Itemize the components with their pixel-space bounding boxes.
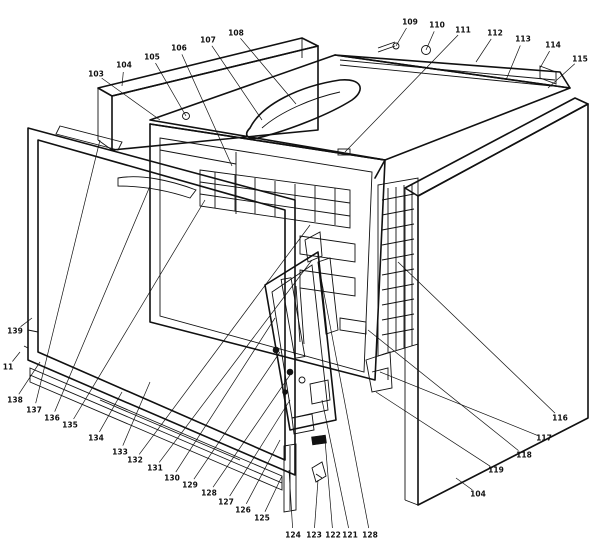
part-label-c104b: 104 bbox=[470, 490, 486, 499]
leader-line-c123 bbox=[314, 479, 319, 529]
part-label-c135: 135 bbox=[62, 421, 78, 430]
part-label-c111: 111 bbox=[455, 26, 471, 35]
part-label-c128a: 128 bbox=[201, 489, 217, 498]
leader-line-c139 bbox=[20, 317, 33, 327]
leader-line-c126 bbox=[245, 439, 281, 504]
leader-line-c135 bbox=[73, 199, 206, 420]
leader-line-c128b bbox=[317, 261, 370, 529]
part-label-c128b: 128 bbox=[362, 531, 378, 540]
part-label-c129: 129 bbox=[182, 481, 198, 490]
part-label-c121: 121 bbox=[342, 531, 358, 540]
part-label-c113: 113 bbox=[515, 35, 531, 44]
leader-line-c116 bbox=[397, 261, 556, 414]
part-label-c114: 114 bbox=[545, 41, 561, 50]
cavity-insulation bbox=[377, 177, 419, 357]
leader-line-c103 bbox=[101, 77, 161, 121]
part-label-c134: 134 bbox=[88, 434, 104, 443]
part-label-c106: 106 bbox=[171, 44, 187, 53]
leader-line-c112 bbox=[475, 38, 492, 63]
leader-line-c111 bbox=[344, 34, 459, 153]
leader-line-c130 bbox=[175, 317, 276, 473]
part-label-c11: 11 bbox=[3, 363, 13, 372]
leader-line-c104b bbox=[455, 477, 473, 491]
leader-line-c129 bbox=[193, 351, 281, 480]
leader-line-c138 bbox=[18, 361, 41, 395]
part-label-c104a: 104 bbox=[116, 61, 132, 70]
door-hinge-channel bbox=[283, 443, 297, 513]
oven-racks bbox=[199, 169, 367, 335]
part-label-c115: 115 bbox=[572, 55, 588, 64]
leader-line-c117 bbox=[379, 371, 538, 436]
bottom-brackets bbox=[365, 351, 393, 393]
leader-line-c109 bbox=[395, 27, 407, 47]
part-label-c105: 105 bbox=[144, 53, 160, 62]
leader-line-c125 bbox=[264, 475, 283, 512]
hardware-parts bbox=[182, 42, 557, 156]
latch-assembly bbox=[264, 231, 339, 435]
rear-back-panel bbox=[97, 37, 319, 151]
right-side-panel bbox=[404, 97, 589, 506]
leader-line-c132 bbox=[138, 224, 311, 455]
leader-line-c104a bbox=[121, 71, 124, 87]
part-label-c126: 126 bbox=[235, 506, 251, 515]
part-label-c118: 118 bbox=[516, 451, 532, 460]
part-label-c122: 122 bbox=[325, 531, 341, 540]
part-label-c110: 110 bbox=[429, 21, 445, 30]
leader-line-c124 bbox=[288, 469, 293, 529]
leader-line-c127 bbox=[229, 399, 291, 497]
oven-door bbox=[23, 125, 296, 476]
part-label-c130: 130 bbox=[164, 474, 180, 483]
top-vent-opening bbox=[245, 79, 361, 140]
part-label-c116: 116 bbox=[552, 414, 568, 423]
part-label-c117: 117 bbox=[536, 434, 552, 443]
callout-labels: 109 110 111 112 113 114 115 103 104 105 106 107 108 1… bbox=[3, 18, 588, 540]
part-label-c127: 127 bbox=[218, 498, 234, 507]
part-label-c131: 131 bbox=[147, 464, 163, 473]
leader-line-c105 bbox=[155, 62, 187, 117]
leader-line-c114 bbox=[539, 50, 550, 69]
part-label-c109: 109 bbox=[402, 18, 418, 27]
leader-line-c11 bbox=[12, 351, 21, 362]
part-label-c108: 108 bbox=[228, 29, 244, 38]
part-label-c133: 133 bbox=[112, 448, 128, 457]
part-label-c138: 138 bbox=[7, 396, 23, 405]
leader-line-c113 bbox=[505, 45, 521, 81]
leader-line-c115 bbox=[547, 63, 576, 89]
part-label-c124: 124 bbox=[285, 531, 301, 540]
leader-line-c128a bbox=[212, 374, 291, 488]
leader-line-c122 bbox=[324, 439, 333, 529]
leader-line-c134 bbox=[99, 391, 123, 433]
leader-line-c108 bbox=[240, 38, 297, 105]
part-label-c137: 137 bbox=[26, 406, 42, 415]
leader-line-c121 bbox=[321, 399, 349, 529]
latch-small-parts bbox=[311, 434, 327, 483]
leader-line-c107 bbox=[211, 45, 263, 121]
part-label-c123: 123 bbox=[306, 531, 322, 540]
leader-line-c136 bbox=[54, 185, 151, 412]
part-label-c125: 125 bbox=[254, 514, 270, 523]
part-label-c136: 136 bbox=[44, 414, 60, 423]
leader-line-c110 bbox=[425, 31, 435, 51]
part-label-c139: 139 bbox=[7, 327, 23, 336]
part-label-c132: 132 bbox=[127, 456, 143, 465]
leader-line-c119 bbox=[375, 391, 491, 467]
leader-line-c131 bbox=[158, 259, 313, 463]
leader-line-c106 bbox=[181, 54, 233, 167]
leader-line-c133 bbox=[122, 381, 151, 446]
part-label-c103: 103 bbox=[88, 70, 104, 79]
oven-cavity bbox=[149, 123, 386, 381]
leader-line-c118 bbox=[367, 329, 519, 451]
part-label-c112: 112 bbox=[487, 29, 503, 38]
part-label-c107: 107 bbox=[200, 36, 216, 45]
part-label-c119: 119 bbox=[488, 466, 504, 475]
leader-line-c137 bbox=[35, 139, 101, 404]
